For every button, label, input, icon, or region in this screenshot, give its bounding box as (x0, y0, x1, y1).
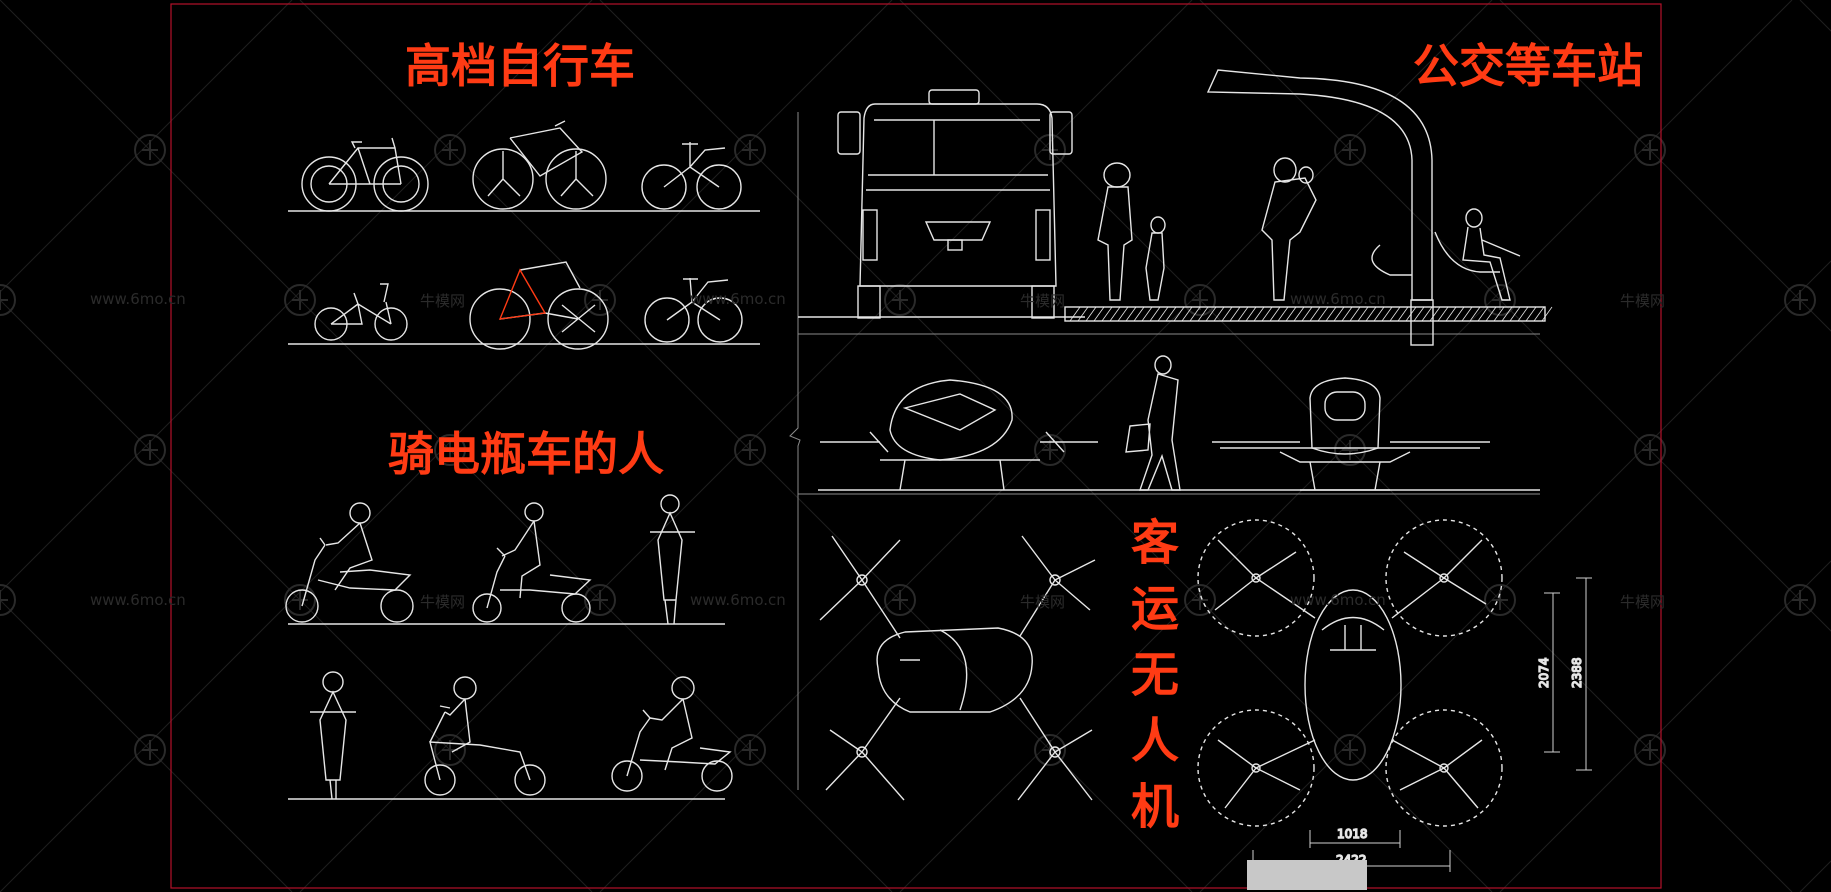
watermark-logo-icon (134, 134, 166, 166)
tt-bike-icon (472, 120, 607, 210)
scooter-rider-icon (285, 502, 414, 623)
watermark-logo-icon (884, 284, 916, 316)
title-drone-text: 客运无人机 (1130, 515, 1179, 835)
watermark-site: www.6mo.cn (1290, 290, 1386, 308)
drone-top-view-icon (1197, 519, 1503, 827)
scooter-rider-icon-4 (611, 676, 733, 792)
watermark-logo-icon (734, 434, 766, 466)
bicycles-section (288, 120, 760, 350)
watermark-logo-icon (1034, 734, 1066, 766)
drone-front-icon (1212, 377, 1490, 491)
watermark-logo-icon (1184, 284, 1216, 316)
watermark-logo-icon (1484, 584, 1516, 616)
drone-side-icon (820, 379, 1098, 491)
seated-person-icon (1462, 208, 1521, 301)
scooter-rider-icon-2 (472, 502, 592, 623)
drawing-frame (170, 3, 1662, 889)
scooter-riders-section (285, 494, 733, 800)
drone-top-section: 1018 2422 2074 2388 (819, 519, 1592, 872)
watermark-logo-icon (434, 434, 466, 466)
tt-bike-red-icon (469, 261, 609, 350)
watermark-site: www.6mo.cn (690, 591, 786, 609)
watermark-logo-icon (134, 734, 166, 766)
bus-stop-section (798, 69, 1553, 346)
watermark-logo-icon (1634, 434, 1666, 466)
kids-bike-icon (314, 283, 408, 341)
watermark-logo-icon (0, 284, 16, 316)
scooter-rider-front-icon-2 (310, 671, 356, 800)
title-drone: 客运无人机 (1128, 510, 1182, 840)
watermark-logo-icon (0, 584, 16, 616)
watermark-brand: 牛模网 (1020, 292, 1066, 310)
watermark-logo-icon (1184, 584, 1216, 616)
title-bus-stop: 公交等车站 (1413, 39, 1643, 93)
walking-businessman-icon (1125, 355, 1181, 491)
dimension-2074: 2074 (1537, 657, 1551, 688)
pedestrians-icon (1097, 162, 1166, 301)
watermark-brand: 牛模网 (1620, 292, 1666, 310)
watermark-logo-icon (284, 284, 316, 316)
watermark-logo-icon (1334, 134, 1366, 166)
scooter-rider-icon-3 (424, 676, 546, 796)
watermark-site: www.6mo.cn (1290, 591, 1386, 609)
watermark-brand: 牛模网 (420, 292, 466, 310)
watermark-logo-icon (1334, 734, 1366, 766)
watermark-logo-icon (1784, 284, 1816, 316)
watermark-site: www.6mo.cn (90, 591, 186, 609)
watermark-logo-icon (134, 434, 166, 466)
section-dividers (789, 112, 1540, 790)
watermark-logo-icon (734, 734, 766, 766)
watermark-site: www.6mo.cn (690, 290, 786, 308)
watermark-brand: 牛模网 (1020, 593, 1066, 611)
platform-hatch (1069, 306, 1553, 322)
watermark-logo-icon (1634, 134, 1666, 166)
scooter-rider-front-icon (650, 494, 695, 625)
watermark-logo-icon (1334, 434, 1366, 466)
platform (1064, 306, 1546, 322)
horizontal-scrollbar[interactable] (1247, 860, 1367, 890)
watermark-logo-icon (434, 734, 466, 766)
folding-bike-icon-2 (644, 277, 743, 343)
watermark-logo-icon (584, 584, 616, 616)
watermark-logo-icon (434, 134, 466, 166)
dimension-2388: 2388 (1570, 657, 1584, 688)
folding-bike-icon (641, 142, 742, 210)
watermark-site: www.6mo.cn (90, 290, 186, 308)
watermark-logo-icon (284, 584, 316, 616)
watermark-logo-icon (734, 134, 766, 166)
watermark-logo-icon (584, 284, 616, 316)
watermark-logo-icon (884, 584, 916, 616)
watermark-logo-icon (1484, 284, 1516, 316)
watermark-brand: 牛模网 (420, 593, 466, 611)
drone-top-view-angled-icon (819, 535, 1096, 801)
title-bikes: 高档自行车 (405, 39, 635, 93)
dimension-lines (1252, 577, 1592, 872)
watermark-logo-icon (1634, 734, 1666, 766)
watermark-brand: 牛模网 (1620, 593, 1666, 611)
watermark-logo-icon (1034, 434, 1066, 466)
watermark-logo-icon (1784, 584, 1816, 616)
bus-front-icon (837, 89, 1073, 319)
city-bike-icon (301, 137, 429, 212)
shelter-canopy-icon (1206, 69, 1500, 346)
dimension-1018: 1018 (1337, 827, 1368, 841)
title-riders: 骑电瓶车的人 (388, 427, 664, 481)
drone-side-section (818, 355, 1540, 491)
parent-child-icon (1261, 157, 1317, 301)
